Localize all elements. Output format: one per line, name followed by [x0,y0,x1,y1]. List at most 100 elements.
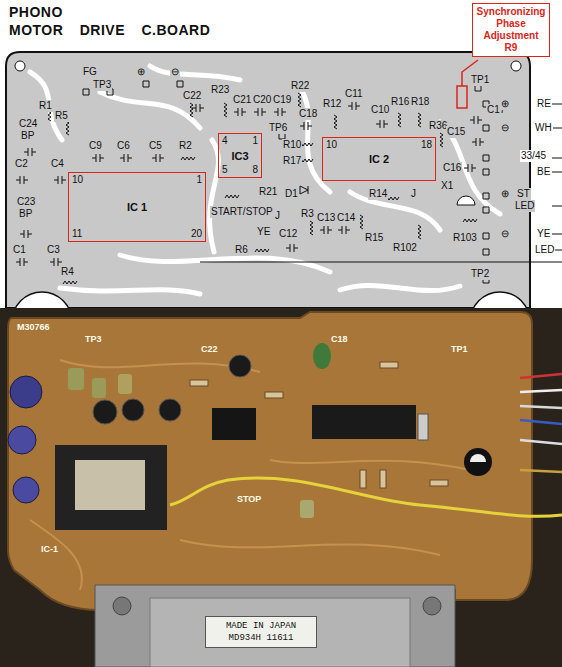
connector-wire [552,206,562,207]
pin-number: 20 [191,228,202,240]
part-label: J [410,188,417,200]
part-label: YE [536,228,551,240]
part-label: C4 [50,158,65,170]
part-label: C12 [278,228,298,240]
ic-outline: IC 11011120 [68,172,206,242]
part-label: TP1 [470,74,490,86]
resistor-symbol [224,103,227,117]
part-label: BP [20,130,35,142]
ic-photo [312,405,416,439]
resistor-photo [190,362,448,488]
capacitor-photo [118,374,132,394]
resistor-symbol [181,157,195,160]
screw [423,597,441,615]
box-text: MADE IN JAPAN [210,620,312,632]
pin-number: 5 [222,164,228,176]
part-label: ⊖ [500,228,510,240]
part-label: ⊕ [500,98,510,110]
pcb-trace [180,540,440,555]
part-label: X1 [440,180,454,192]
part-label: C16 [442,162,462,174]
board-photo [0,308,562,667]
connector-wire [552,128,562,129]
capacitor-symbol [152,154,164,162]
pin-number: 1 [196,174,202,186]
connector-wire [552,172,562,173]
part-label: C1 [12,244,27,256]
part-label: J [274,210,281,222]
transistor-photo [470,454,486,462]
lead-wire [520,406,562,408]
copper-trace [150,66,240,80]
resistor-photo [380,362,398,368]
silkscreen-text: IC-1 [40,544,59,555]
part-label: C21 [232,94,252,106]
connector-wire [552,104,562,250]
resistor-symbol [66,121,69,135]
resistor-symbol [334,115,337,129]
board-outline [6,52,530,308]
part-label: C9 [88,140,103,152]
mount-hole [511,61,521,71]
motor-plate [150,598,410,667]
capacitor-symbol [376,120,388,128]
pin-number: 11 [72,228,82,240]
silkscreen-text: C18 [330,334,349,345]
motor-plate [95,585,455,667]
part-label: LED [514,200,535,212]
resistor-symbol [225,195,239,198]
resistor-photo [190,380,208,386]
capacitor-symbol [348,102,360,110]
resistor-symbol [440,133,443,147]
part-label: C24 [18,118,38,130]
terminal-pad [177,81,183,87]
capacitor-symbol [120,154,132,162]
part-label: R4 [60,266,75,278]
silkscreen-text: TP1 [450,344,469,355]
terminal-pad [483,169,489,175]
ic-name: IC 1 [127,201,147,213]
capacitor-symbol [192,104,204,112]
part-label: TP3 [92,79,112,91]
part-label: RE [536,98,552,110]
part-label: C14 [336,212,356,224]
part-label: C19 [272,94,292,106]
connector-wire [552,104,562,105]
capacitor-photo [229,355,251,377]
part-label: R5 [54,110,69,122]
pin-number: 4 [222,135,228,147]
terminal-pad [143,81,149,87]
capacitor-symbol [254,108,266,116]
part-label: ST [516,188,531,200]
resistor-symbol [63,281,77,284]
part-label: D1 [284,188,299,200]
silkscreen-text: C22 [200,344,219,355]
pcb-trace [30,520,82,590]
part-label: R22 [290,80,310,92]
copper-trace [60,288,200,294]
part-label: R17 [282,155,302,167]
terminal-pad [483,125,489,131]
screw [113,597,131,615]
resistor-symbol [360,215,363,229]
ic-outline: IC 21018 [322,137,436,181]
ic-photo [75,460,145,510]
lead-wire [520,470,562,472]
part-label: R12 [322,98,342,110]
resistor-symbol [190,103,193,117]
part-label: R14 [368,188,388,200]
part-label: C3 [46,244,61,256]
part-label: ⊖ [500,122,510,134]
pin-number: 18 [421,139,432,151]
lead-wire [520,390,562,392]
part-label: BP [18,208,33,220]
capacitor-symbol [20,230,32,238]
part-label: R18 [410,96,430,108]
callout-box: Synchronizing Phase AdjustmentR9 [472,3,550,57]
capacitor-symbol [92,154,104,162]
part-label: C20 [252,94,272,106]
terminal-pad [483,207,489,213]
capacitor-symbol [50,258,62,266]
part-label: R6 [234,244,249,256]
